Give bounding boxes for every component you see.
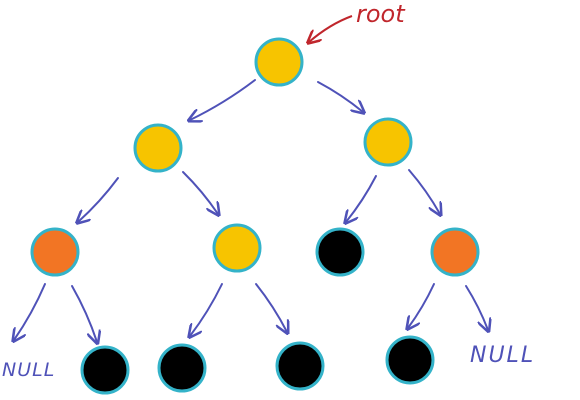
edge-lr-lrl (190, 283, 223, 336)
edges-layer (14, 79, 488, 342)
edge-lr-lrr (255, 283, 287, 332)
edge-l-lr (182, 171, 218, 214)
edge-l-ll (78, 177, 119, 222)
node-llr (80, 345, 130, 395)
edge-rr-rrl (408, 283, 435, 328)
root-label: root (356, 0, 406, 28)
edge-r-rr (408, 169, 440, 214)
root-pointer-arrow (309, 15, 353, 42)
null-label-left: NULL (2, 359, 55, 381)
nodes-layer (30, 37, 480, 395)
edge-root-l (190, 79, 256, 120)
node-lrr (275, 341, 325, 391)
edge-root-r (317, 81, 363, 112)
edge-ll-null-left (14, 283, 46, 340)
node-l (133, 123, 183, 173)
node-ll (30, 227, 80, 277)
node-lrl (157, 343, 207, 393)
edge-ll-llr (71, 285, 97, 342)
null-label-right: NULL (470, 343, 535, 368)
node-root (254, 37, 304, 87)
node-lr (212, 223, 262, 273)
edge-r-rl (346, 175, 377, 222)
node-rl (315, 227, 365, 277)
node-r (363, 117, 413, 167)
node-rr (430, 227, 480, 277)
edge-rr-null-right (465, 285, 488, 330)
node-rrl (385, 335, 435, 385)
